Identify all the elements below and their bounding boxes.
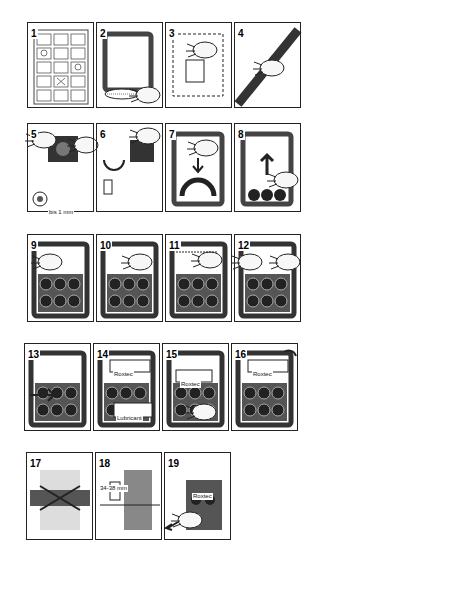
step-number: 8: [237, 129, 245, 140]
step-number: 17: [29, 458, 42, 469]
part-label: bis 1 mm: [48, 209, 74, 216]
step-panel: 12: [234, 234, 301, 322]
step-number: 10: [99, 240, 112, 251]
step-number: 18: [98, 458, 111, 469]
step-panel: 18: [95, 452, 162, 540]
step-panel: 11: [165, 234, 232, 322]
label-holder: 34-38 mm: [99, 476, 128, 494]
step-panel: 6: [96, 123, 163, 212]
label-holder: Roxtec: [192, 484, 213, 502]
step-number: 14: [96, 349, 109, 360]
step-number: 15: [165, 349, 178, 360]
label-holder: Roxtec: [113, 362, 134, 380]
step-panel: 1: [27, 22, 94, 108]
part-label: Roxtec: [192, 493, 213, 500]
step-panel: 5: [27, 123, 94, 212]
step-panel: 13: [24, 343, 91, 431]
step-number: 13: [27, 349, 40, 360]
step-number: 12: [237, 240, 250, 251]
step-number: 3: [168, 28, 176, 39]
step-number: 1: [30, 28, 38, 39]
label-holder: Lubricant: [116, 406, 143, 424]
step-number: 9: [30, 240, 38, 251]
part-label: Roxtec: [180, 381, 201, 388]
part-label: Roxtec: [252, 371, 273, 378]
label-holder: Roxtec: [252, 362, 273, 380]
step-panel: 3: [165, 22, 232, 108]
part-label: Lubricant: [116, 415, 143, 422]
step-panel: 7: [165, 123, 232, 212]
part-label: Roxtec: [113, 371, 134, 378]
step-number: 4: [237, 28, 245, 39]
label-holder: Roxtec: [180, 372, 201, 390]
step-number: 11: [168, 240, 181, 251]
step-number: 2: [99, 28, 107, 39]
step-panel: 17: [26, 452, 93, 540]
step-panel: 8: [234, 123, 301, 212]
step-number: 5: [30, 129, 38, 140]
part-label: 34-38 mm: [99, 485, 128, 492]
step-number: 6: [99, 129, 107, 140]
label-holder: bis 1 mm: [48, 200, 74, 218]
step-number: 7: [168, 129, 176, 140]
step-panel: 2: [96, 22, 163, 108]
step-panel: 16: [231, 343, 298, 431]
step-number: 16: [234, 349, 247, 360]
step-panel: 10: [96, 234, 163, 322]
step-panel: 4: [234, 22, 301, 108]
step-panel: 9: [27, 234, 94, 322]
step-number: 19: [167, 458, 180, 469]
